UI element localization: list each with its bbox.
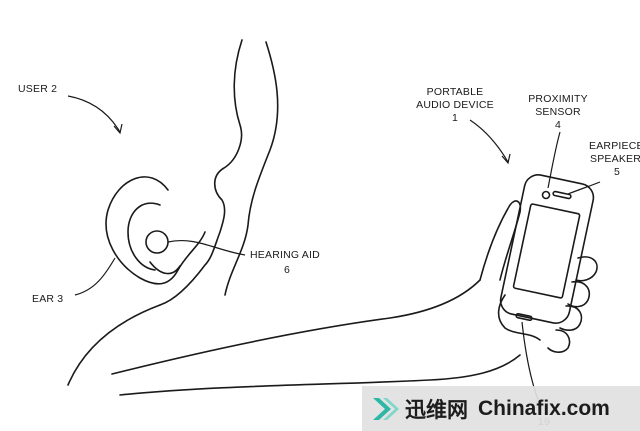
watermark-banner: 迅维网 Chinafix.com: [362, 386, 640, 431]
user-arrowhead: [113, 123, 123, 135]
user-label: USER 2: [18, 83, 57, 95]
ear-outer: [105, 176, 206, 285]
watermark-en-text: Chinafix.com: [478, 396, 610, 420]
portable-arrowhead: [501, 153, 511, 165]
hearing-aid-shape: [145, 230, 169, 254]
neck-outline: [159, 39, 243, 306]
earpiece-label-line2: SPEAKER: [590, 153, 640, 165]
earpiece-label-num: 5: [614, 166, 620, 178]
proximity-label-line2: SENSOR: [535, 106, 581, 118]
shoulder-outline: [67, 304, 161, 386]
neck-back-outline: [224, 41, 279, 296]
portable-leader-arrow: [469, 119, 509, 163]
ear-label: EAR 3: [32, 293, 63, 305]
proximity-leader: [547, 131, 561, 189]
arm-outline-upper: [111, 279, 481, 375]
portable-label-line2: AUDIO DEVICE: [416, 99, 494, 111]
earpiece-speaker-shape: [552, 190, 572, 200]
portable-label-num: 1: [452, 112, 458, 124]
earpiece-label-line1: EARPIECE: [589, 140, 640, 152]
finger-3: [559, 305, 583, 331]
proximity-label-num: 4: [555, 119, 561, 131]
phone-bottom-port: [515, 312, 533, 322]
user-leader-arrow: [67, 95, 121, 133]
earpiece-leader: [567, 181, 601, 195]
phone-screen: [512, 203, 581, 299]
chinafix-logo-icon: [373, 397, 399, 420]
portable-label-line1: PORTABLE: [427, 86, 484, 98]
proximity-sensor-shape: [541, 190, 551, 200]
ear-lobe: [149, 261, 181, 275]
ear-inner: [127, 202, 161, 271]
thumb-outline: [497, 294, 541, 341]
hand-outline: [479, 200, 522, 281]
hearing-aid-leader: [167, 239, 246, 256]
proximity-label-line1: PROXIMITY: [528, 93, 588, 105]
portable-audio-device-body: [499, 174, 595, 324]
watermark-cn-text: 迅维网: [405, 397, 468, 422]
hearing-aid-label-line1: HEARING AID: [250, 249, 320, 261]
finger-1: [575, 256, 598, 282]
hearing-aid-label-num: 6: [284, 264, 290, 276]
arm-outline-lower: [119, 354, 521, 396]
finger-4: [547, 329, 571, 353]
ear-leader: [74, 257, 116, 296]
